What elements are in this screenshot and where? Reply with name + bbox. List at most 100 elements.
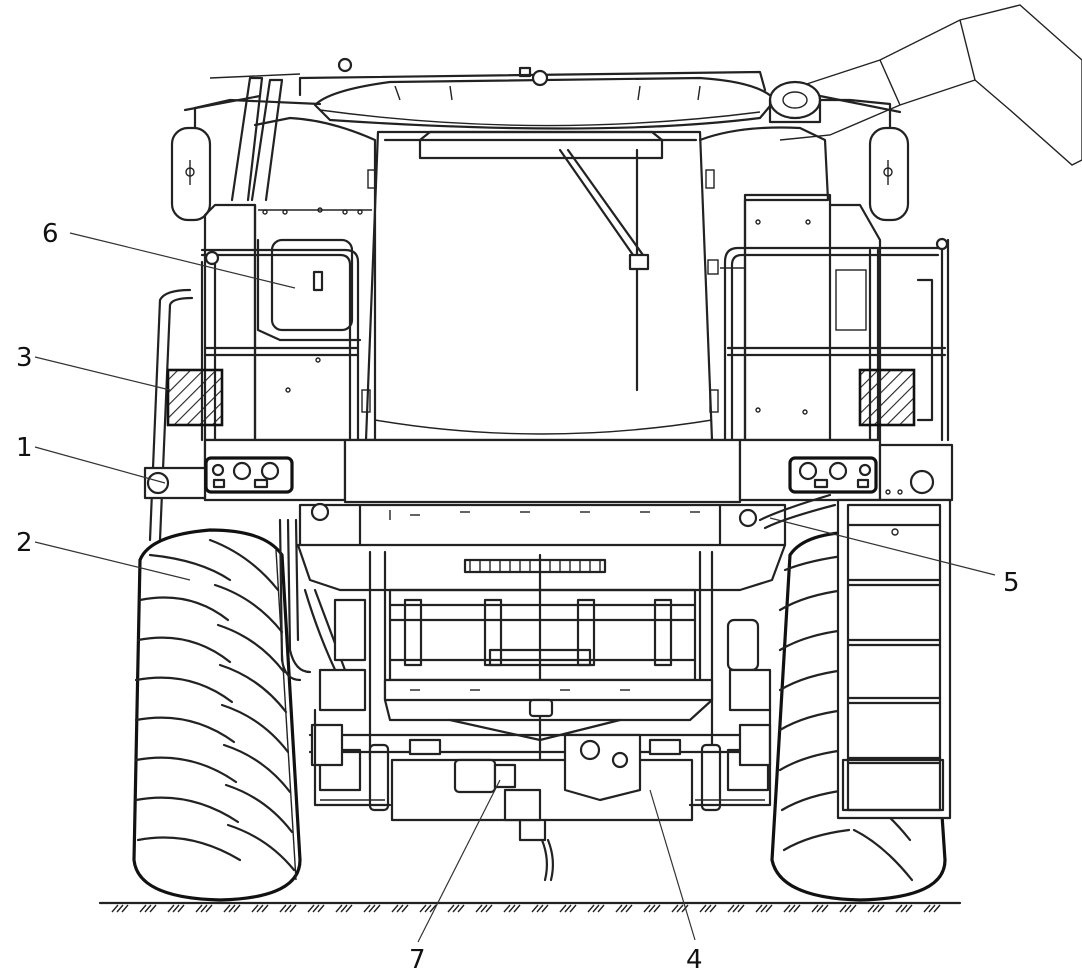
callout-5: 5 xyxy=(1003,568,1020,598)
ground-hatch-mark xyxy=(340,904,348,913)
callout-6: 6 xyxy=(42,219,59,249)
right-hydraulics xyxy=(726,493,837,792)
rear-frame xyxy=(296,503,787,812)
ground-hatch-mark xyxy=(345,904,353,913)
chopper-assembly xyxy=(383,588,714,742)
ground-hatch-mark xyxy=(895,904,903,913)
ground-hatch-mark xyxy=(317,904,325,913)
right-handrail xyxy=(723,237,950,442)
ground-hatch-mark xyxy=(396,904,404,913)
ground-hatch-mark xyxy=(643,904,651,913)
ground-hatch-mark xyxy=(839,904,847,913)
ground-hatch-mark xyxy=(905,904,913,913)
leader-line-6 xyxy=(69,232,296,289)
ground-hatch-mark xyxy=(167,904,175,913)
left-pipes xyxy=(209,73,301,202)
ground-hatch-mark xyxy=(541,904,549,913)
ground-hatch-mark xyxy=(821,904,829,913)
ground-hatch-mark xyxy=(755,904,763,913)
cab-roof xyxy=(298,57,777,160)
ground-hatch-mark xyxy=(513,904,521,913)
ground-hatch-mark xyxy=(177,904,185,913)
ground-hatch-mark xyxy=(485,904,493,913)
right-warning-sign xyxy=(858,368,916,427)
leader-line-5 xyxy=(769,517,996,576)
ground-hatch-mark xyxy=(923,904,931,913)
ground-hatch-mark xyxy=(569,904,577,913)
right-tail-light xyxy=(788,456,878,494)
left-handrail xyxy=(200,248,360,442)
ground-hatch-mark xyxy=(452,904,460,913)
ground-hatch-mark xyxy=(653,904,661,913)
callout-labels: 6 3 1 2 5 7 4 xyxy=(16,219,1020,974)
left-hydraulics xyxy=(278,502,758,792)
ground-hatch-mark xyxy=(531,904,539,913)
ground-hatch-mark xyxy=(536,904,544,913)
mirror-left xyxy=(170,94,322,222)
ground-hatch-mark xyxy=(587,904,595,913)
rear-axle xyxy=(308,723,772,767)
leader-line-1 xyxy=(34,446,166,484)
ground-hatch-mark xyxy=(228,904,236,913)
lower-side-panels xyxy=(313,708,772,807)
ground-hatch-mark xyxy=(289,904,297,913)
ground-hatch-mark xyxy=(223,904,231,913)
ground-hatch-mark xyxy=(391,904,399,913)
ground-hatch-mark xyxy=(704,904,712,913)
leader-line-4 xyxy=(649,789,696,941)
leader-line-2 xyxy=(34,541,191,581)
leader-line-7 xyxy=(417,779,501,943)
ground-hatch-mark xyxy=(447,904,455,913)
ground-hatch-mark xyxy=(335,904,343,913)
ground-hatch-mark xyxy=(732,904,740,913)
ground-hatch-mark xyxy=(788,904,796,913)
ground-hatch-mark xyxy=(592,904,600,913)
ground-hatch-mark xyxy=(457,904,465,913)
ground-hatch-mark xyxy=(872,904,880,913)
ground-hatch-mark xyxy=(620,904,628,913)
ground-hatch-mark xyxy=(116,904,124,913)
ground-hatch-mark xyxy=(615,904,623,913)
callout-2: 2 xyxy=(16,528,33,558)
access-ladder xyxy=(836,498,952,820)
ground-hatch-mark xyxy=(200,904,208,913)
ground-hatch-mark xyxy=(597,904,605,913)
ground-hatch-mark xyxy=(373,904,381,913)
ground-hatch-mark xyxy=(699,904,707,913)
ground-hatch-mark xyxy=(144,904,152,913)
cab-rear-window xyxy=(364,130,714,442)
ground-hatch-mark xyxy=(363,904,371,913)
ground-hatch-mark xyxy=(928,904,936,913)
ground-hatch-mark xyxy=(307,904,315,913)
callout-7: 7 xyxy=(409,945,426,974)
ground-hatch-mark xyxy=(844,904,852,913)
ground-hatch-mark xyxy=(475,904,483,913)
ground-hatch-mark xyxy=(783,904,791,913)
ground-hatch-mark xyxy=(760,904,768,913)
ground-hatch-mark xyxy=(261,904,269,913)
ground-hatch-mark xyxy=(867,904,875,913)
ground-hatch-mark xyxy=(849,904,857,913)
ground-hatch-mark xyxy=(312,904,320,913)
left-tail-light xyxy=(204,456,294,494)
callout-4: 4 xyxy=(686,945,703,974)
ground-hatch-mark xyxy=(284,904,292,913)
ground-hatch-mark xyxy=(480,904,488,913)
ground-hatch-mark xyxy=(121,904,129,913)
ground-hatch-mark xyxy=(625,904,633,913)
ground-hatch-mark xyxy=(737,904,745,913)
ground-hatch-mark xyxy=(676,904,684,913)
ground-hatch-mark xyxy=(709,904,717,913)
ground-hatch-mark xyxy=(205,904,213,913)
right-body xyxy=(698,126,882,442)
left-vertical-pipe xyxy=(148,288,194,542)
ground-hatch-mark xyxy=(816,904,824,913)
ground-hatch-mark xyxy=(419,904,427,913)
ground-hatch-mark xyxy=(811,904,819,913)
ground-hatch-mark xyxy=(139,904,147,913)
lower-drive-assembly xyxy=(390,733,694,882)
ground-hatch-mark xyxy=(195,904,203,913)
ground-hatch-mark xyxy=(424,904,432,913)
ground-hatch-mark xyxy=(233,904,241,913)
